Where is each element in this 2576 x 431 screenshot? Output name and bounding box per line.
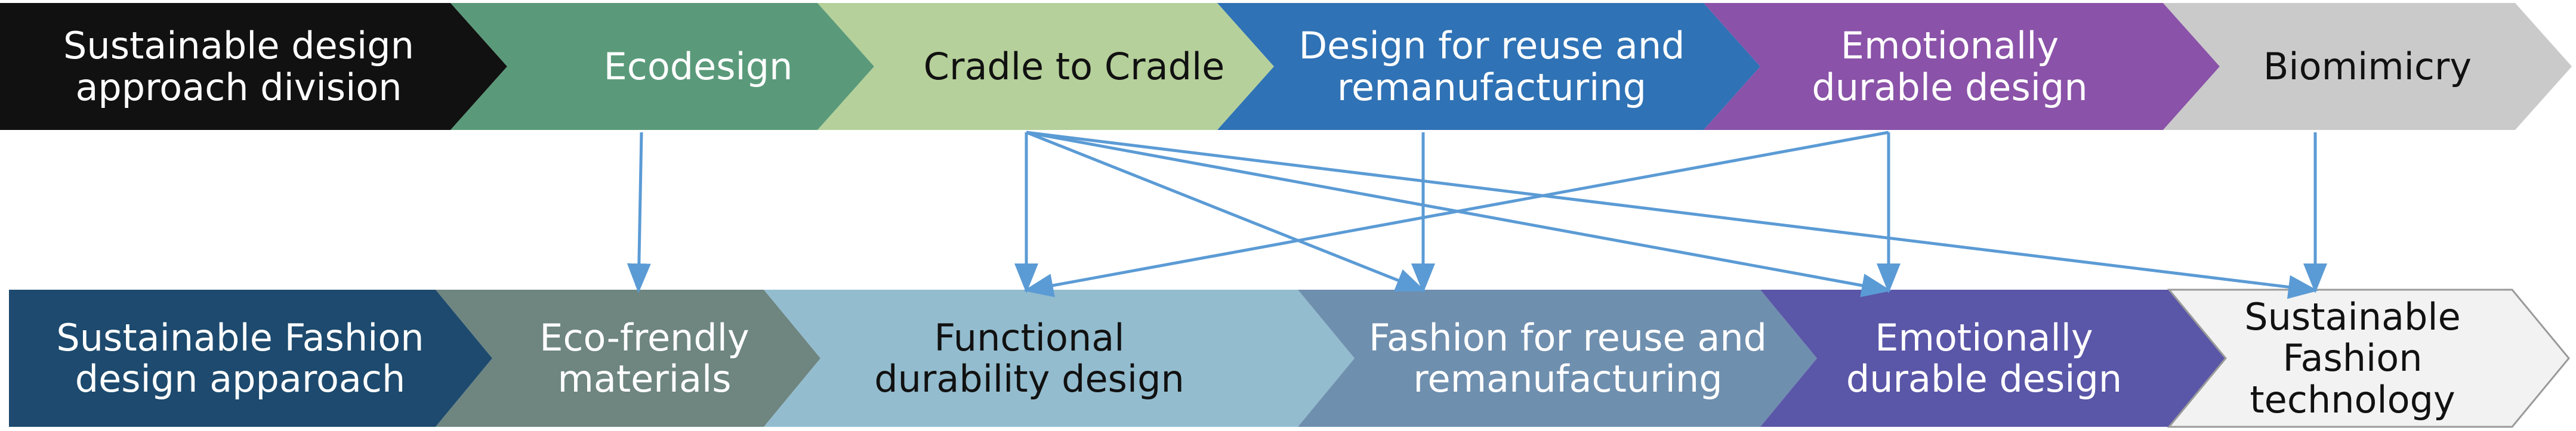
top-chevron-t5: [2163, 3, 2572, 130]
bottom-chevron-b3: [1298, 290, 1817, 427]
arrow-t2-to-b5: [1026, 131, 2318, 299]
bottom-chevron-b0: [9, 290, 492, 427]
bottom-chevron-b2: [764, 290, 1355, 427]
top-chevron-t3: [1217, 3, 1760, 130]
arrow-t2-to-b3: [1026, 131, 1426, 292]
bottom-chevron-b1: [436, 290, 820, 427]
arrow-t4-to-b2: [1023, 131, 1889, 297]
arrow-t1-to-b1: [627, 132, 651, 293]
top-chevron-t2: [817, 3, 1274, 130]
top-chevron-t0: [0, 3, 507, 130]
top-chevron-t1: [451, 3, 874, 130]
top-chevron-t4: [1704, 3, 2220, 130]
bottom-chevron-b5: [2167, 289, 2570, 428]
bottom-chevron-b4: [1760, 290, 2226, 427]
